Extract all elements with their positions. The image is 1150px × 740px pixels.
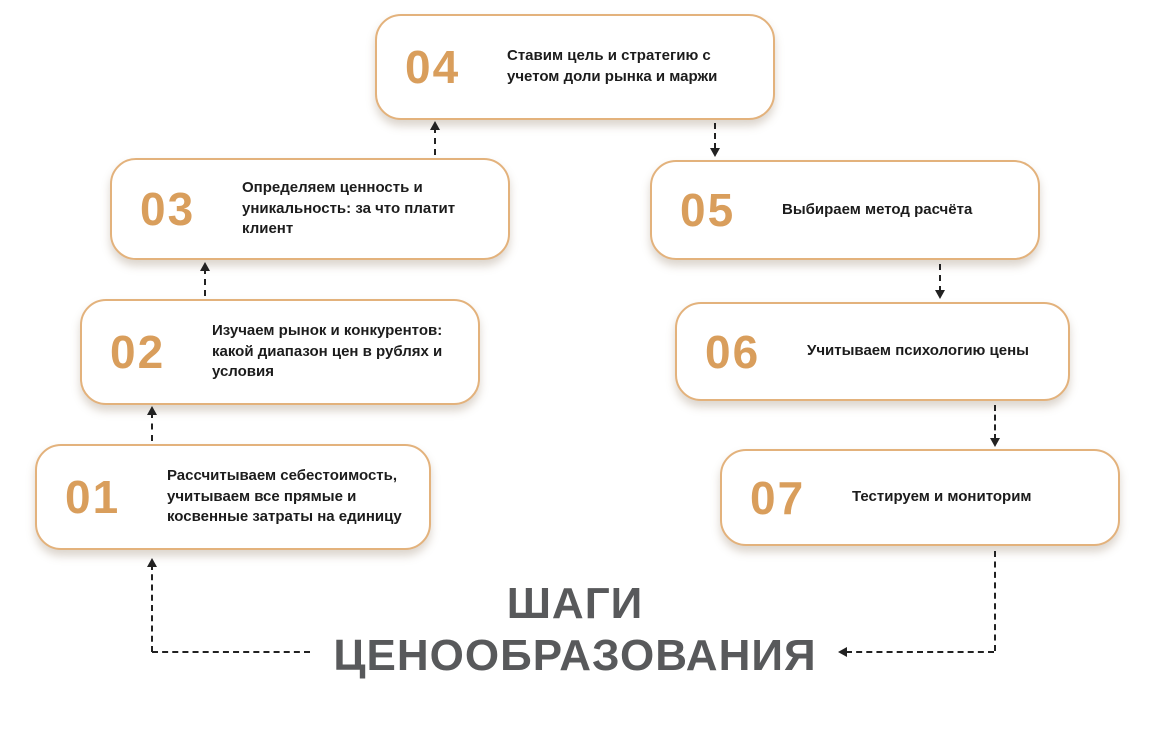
step-number: 03 — [140, 183, 196, 235]
step-card-07: 07 Тестируем и мониторим — [720, 449, 1120, 546]
step-number: 02 — [110, 326, 166, 378]
step-number: 06 — [705, 325, 761, 378]
page-title-line2: ЦЕНООБРАЗОВАНИЯ — [333, 630, 817, 680]
step-number: 01 — [65, 471, 121, 523]
step-card-06: 06 Учитываем психологию цены — [675, 302, 1070, 401]
page-title: ШАГИ ЦЕНООБРАЗОВАНИЯ — [275, 578, 875, 682]
step-text: Рассчитываем себестоимость, учитываем вс… — [167, 466, 402, 526]
step-text: Определяем ценность и уникальность: за ч… — [242, 178, 456, 238]
step-number: 04 — [405, 41, 461, 93]
step-card-02: 02 Изучаем рынок и конкурентов: какой ди… — [80, 299, 480, 405]
step-card-03: 03 Определяем ценность и уникальность: з… — [110, 158, 510, 260]
step-text: Выбираем метод расчёта — [782, 200, 973, 218]
step-text: Тестируем и мониторим — [852, 488, 1032, 506]
step-text: Изучаем рынок и конкурентов: какой диапа… — [212, 321, 443, 381]
step-text: Учитываем психологию цены — [807, 342, 1029, 360]
step-card-01: 01 Рассчитываем себестоимость, учитываем… — [35, 444, 431, 550]
step-number: 05 — [680, 184, 736, 236]
step-card-05: 05 Выбираем метод расчёта — [650, 160, 1040, 260]
step-text: Ставим цель и стратегию с учетом доли ры… — [507, 47, 718, 85]
step-card-04: 04 Ставим цель и стратегию с учетом доли… — [375, 14, 775, 120]
page-title-line1: ШАГИ — [506, 579, 644, 628]
step-number: 07 — [750, 471, 806, 524]
